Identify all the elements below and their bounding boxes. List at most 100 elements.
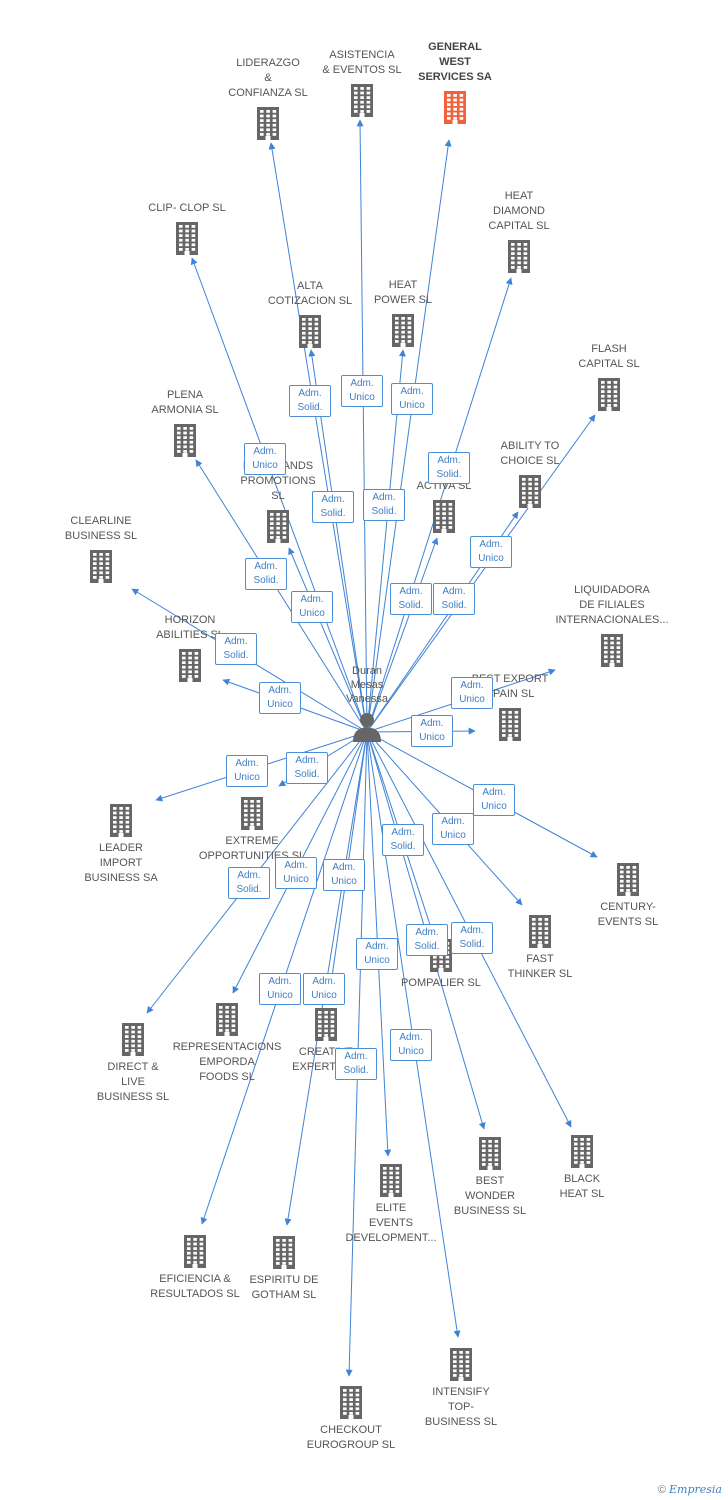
relation-tag-bestexport[interactable]: Adm. Unico — [411, 715, 453, 747]
relation-tag-pompalier[interactable]: Adm. Solid. — [382, 824, 424, 856]
footer-brand: © Empresia — [658, 1483, 722, 1496]
company-label[interactable]: DIRECT & LIVE BUSINESS SL — [96, 1061, 170, 1103]
building-icon — [174, 424, 196, 457]
company-node-bestexport[interactable]: BEST EXPORT SPAIN SL — [435, 672, 585, 741]
relation-tag-asistencia[interactable]: Adm. Unico — [341, 375, 383, 407]
company-node-direct[interactable]: DIRECT & LIVE BUSINESS SL — [58, 1022, 208, 1105]
company-label[interactable]: CLEARLINE BUSINESS SL — [64, 515, 138, 542]
company-label[interactable]: BLACK HEAT SL — [559, 1173, 605, 1200]
relation-tag-espiritu[interactable]: Adm. Unico — [303, 973, 345, 1005]
company-node-flash[interactable]: FLASH CAPITAL SL — [534, 342, 684, 411]
company-node-asistencia[interactable]: ASISTENCIA & EVENTOS SL — [287, 48, 437, 117]
company-node-liderazgo[interactable]: LIDERAZGO & CONFIANZA SL — [193, 56, 343, 140]
relation-tag-general[interactable]: Adm. Unico — [391, 383, 433, 415]
company-label[interactable]: LIQUIDADORA DE FILIALES INTERNACIONALES.… — [555, 584, 669, 626]
company-label[interactable]: INTENSIFY TOP- BUSINESS SL — [424, 1386, 498, 1428]
company-node-fast[interactable]: FAST THINKER SL — [465, 914, 615, 982]
company-label[interactable]: ASISTENCIA & EVENTOS SL — [322, 49, 402, 76]
company-label[interactable]: EFICIENCIA & RESULTADOS SL — [150, 1273, 240, 1300]
company-label[interactable]: CHECKOUT EUROGROUP SL — [306, 1424, 396, 1451]
relation-tag-century[interactable]: Adm. Unico — [473, 784, 515, 816]
edge-proactiva — [366, 537, 439, 733]
company-node-liquidadora[interactable]: LIQUIDADORA DE FILIALES INTERNACIONALES.… — [537, 583, 687, 667]
company-node-heatpower[interactable]: HEAT POWER SL — [328, 278, 478, 347]
company-node-elite[interactable]: ELITE EVENTS DEVELOPMENT... — [316, 1163, 466, 1246]
company-label[interactable]: REPRESENTACIONS EMPORDA FOODS SL — [172, 1041, 282, 1083]
relation-tag-leader[interactable]: Adm. Unico — [226, 755, 268, 787]
company-node-clipclop[interactable]: CLIP- CLOP SL — [112, 201, 262, 255]
copyright-icon: © — [657, 1484, 666, 1496]
relation-tag-riverlands[interactable]: Adm. Unico — [291, 591, 333, 623]
relation-tag-heatpower[interactable]: Adm. Solid. — [363, 489, 405, 521]
company-node-clearline[interactable]: CLEARLINE BUSINESS SL — [26, 514, 176, 583]
company-node-black[interactable]: BLACK HEAT SL — [507, 1134, 657, 1202]
building-icon — [508, 240, 530, 273]
relation-tag-checkout[interactable]: Adm. Solid. — [335, 1048, 377, 1080]
relation-tag-proactiva[interactable]: Adm. Solid. — [390, 583, 432, 615]
company-label[interactable]: ABILITY TO CHOICE SL — [500, 440, 560, 467]
relation-tag-clipclop[interactable]: Adm. Unico — [244, 443, 286, 475]
relation-tag-liquidadora[interactable]: Adm. Unico — [451, 677, 493, 709]
building-icon — [241, 797, 263, 830]
company-label[interactable]: BEST WONDER BUSINESS SL — [453, 1175, 527, 1217]
company-label[interactable]: FLASH CAPITAL SL — [578, 343, 640, 370]
company-label[interactable]: ELITE EVENTS DEVELOPMENT... — [345, 1202, 437, 1244]
company-node-alta[interactable]: ALTA COTIZACION SL — [235, 279, 385, 348]
company-label[interactable]: CENTURY- EVENTS SL — [597, 901, 659, 928]
company-node-creative[interactable]: CREATIVE EXPERTS SL — [251, 1007, 401, 1075]
company-node-eficiencia[interactable]: EFICIENCIA & RESULTADOS SL — [120, 1234, 270, 1302]
relation-tag-alta[interactable]: Adm. Solid. — [312, 491, 354, 523]
brand-name[interactable]: Empresia — [669, 1483, 722, 1496]
building-icon — [267, 510, 289, 543]
company-node-intensify[interactable]: INTENSIFY TOP- BUSINESS SL — [386, 1347, 536, 1430]
center-person[interactable]: Duran Mesas Vanessa — [317, 664, 417, 742]
company-node-leader[interactable]: LEADER IMPORT BUSINESS SA — [46, 803, 196, 886]
company-node-century[interactable]: CENTURY- EVENTS SL — [553, 862, 703, 930]
relation-tag-best[interactable]: Adm. Solid. — [406, 924, 448, 956]
relation-tag-ability[interactable]: Adm. Solid. — [433, 583, 475, 615]
relation-tag-creative[interactable]: Adm. Unico — [323, 859, 365, 891]
relation-tag-heatdiamond[interactable]: Adm. Solid. — [428, 452, 470, 484]
relation-tag-extreme[interactable]: Adm. Solid. — [286, 752, 328, 784]
company-node-heatdiamond[interactable]: HEAT DIAMOND CAPITAL SL — [444, 189, 594, 273]
building-icon — [392, 314, 414, 347]
edge-liderazgo — [268, 142, 368, 733]
relation-tag-representaciones[interactable]: Adm. Unico — [275, 857, 317, 889]
company-label[interactable]: CLIP- CLOP SL — [148, 202, 226, 214]
relation-tag-intensify[interactable]: Adm. Unico — [390, 1029, 432, 1061]
company-label[interactable]: POMPALIER SL — [401, 977, 481, 989]
relation-tag-plena[interactable]: Adm. Solid. — [245, 558, 287, 590]
company-label[interactable]: CREATIVE EXPERTS SL — [292, 1046, 360, 1073]
company-label[interactable]: ESPIRITU DE GOTHAM SL — [249, 1274, 319, 1301]
company-label[interactable]: FAST THINKER SL — [507, 953, 573, 980]
building-icon — [257, 107, 279, 140]
company-node-espiritu[interactable]: ESPIRITU DE GOTHAM SL — [209, 1235, 359, 1303]
company-node-best[interactable]: BEST WONDER BUSINESS SL — [415, 1136, 565, 1219]
company-label[interactable]: PLENA ARMONIA SL — [151, 389, 219, 416]
building-icon — [450, 1348, 472, 1381]
company-node-horizon[interactable]: HORIZON ABILITIES SL — [115, 613, 265, 682]
relation-tag-horizon[interactable]: Adm. Unico — [259, 682, 301, 714]
company-label[interactable]: HEAT POWER SL — [373, 279, 433, 306]
building-icon — [617, 863, 639, 896]
company-label[interactable]: LEADER IMPORT BUSINESS SA — [84, 842, 158, 884]
company-label[interactable]: LIDERAZGO & CONFIANZA SL — [228, 57, 308, 99]
relation-tag-liderazgo[interactable]: Adm. Solid. — [289, 385, 331, 417]
company-label[interactable]: HEAT DIAMOND CAPITAL SL — [488, 190, 550, 232]
company-node-checkout[interactable]: CHECKOUT EUROGROUP SL — [276, 1385, 426, 1453]
company-label[interactable]: GENERAL WEST SERVICES SA — [418, 41, 492, 83]
relation-tag-fast[interactable]: Adm. Unico — [432, 813, 474, 845]
company-node-extreme[interactable]: EXTREME OPPORTUNITIES SL — [177, 796, 327, 864]
company-label[interactable]: ALTA COTIZACION SL — [267, 280, 353, 307]
company-node-general[interactable]: GENERAL WEST SERVICES SA — [380, 40, 530, 124]
relation-tag-eficiencia[interactable]: Adm. Unico — [259, 973, 301, 1005]
company-node-plena[interactable]: PLENA ARMONIA SL — [110, 388, 260, 457]
relation-tag-elite[interactable]: Adm. Unico — [356, 938, 398, 970]
edge-flash — [366, 414, 596, 733]
relation-tag-direct[interactable]: Adm. Solid. — [228, 867, 270, 899]
relation-tag-clearline[interactable]: Adm. Solid. — [215, 633, 257, 665]
company-node-ability[interactable]: ABILITY TO CHOICE SL — [455, 439, 605, 508]
relation-tag-black[interactable]: Adm. Solid. — [451, 922, 493, 954]
company-node-representaciones[interactable]: REPRESENTACIONS EMPORDA FOODS SL — [152, 1002, 302, 1085]
relation-tag-flash[interactable]: Adm. Unico — [470, 536, 512, 568]
